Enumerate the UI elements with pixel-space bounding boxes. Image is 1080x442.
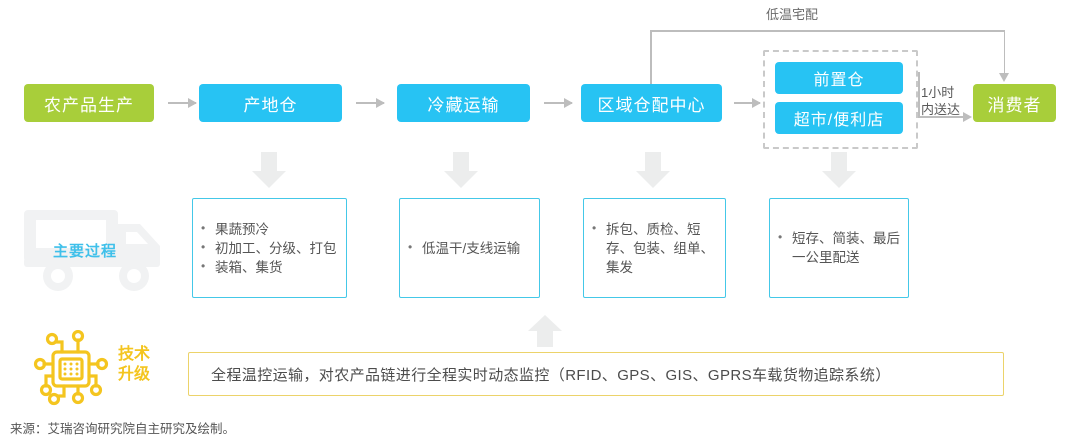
down-arrow-4-icon bbox=[822, 152, 856, 188]
process-item: 果蔬预冷 bbox=[201, 219, 340, 239]
tech-upgrade-description: 全程温控运输，对农产品链进行全程实时动态监控（RFID、GPS、GIS、GPRS… bbox=[188, 352, 1004, 396]
hour-delivery-label-line2: 内送达 bbox=[921, 102, 961, 117]
process-box-3: 拆包、质检、短存、包装、组单、集发 bbox=[583, 198, 726, 298]
flow-arrow-3-icon bbox=[544, 98, 573, 108]
truck-icon bbox=[22, 200, 172, 305]
flow-arrow-4-icon bbox=[734, 98, 761, 108]
flow-node-consumer[interactable]: 消费者 bbox=[973, 84, 1056, 122]
process-item: 低温干/支线运输 bbox=[408, 238, 533, 258]
flow-node-regional-dc[interactable]: 区域仓配中心 bbox=[581, 84, 722, 122]
tech-upgrade-label: 技术 升级 bbox=[118, 345, 150, 385]
front-warehouse-group bbox=[763, 50, 918, 149]
process-box-2: 低温干/支线运输 bbox=[399, 198, 540, 298]
process-item: 初加工、分级、打包 bbox=[201, 238, 340, 258]
hour-branch-vertical bbox=[918, 72, 920, 117]
process-box-1: 果蔬预冷 初加工、分级、打包 装箱、集货 bbox=[192, 198, 347, 298]
flow-node-supermarket[interactable]: 超市/便利店 bbox=[775, 102, 903, 134]
flow-node-origin-warehouse[interactable]: 产地仓 bbox=[199, 84, 342, 122]
flow-node-label: 农产品生产 bbox=[44, 95, 134, 115]
process-item: 拆包、质检、短存、包装、组单、集发 bbox=[592, 219, 719, 277]
flow-node-label: 消费者 bbox=[987, 95, 1042, 115]
hour-branch-arrowhead-icon bbox=[963, 112, 972, 122]
hour-delivery-label-line1: 1小时 bbox=[921, 85, 955, 100]
tech-upgrade-description-text: 全程温控运输，对农产品链进行全程实时动态监控（RFID、GPS、GIS、GPRS… bbox=[211, 366, 891, 384]
tech-upgrade-label-line1: 技术 bbox=[118, 346, 151, 363]
source-note: 来源：艾瑞咨询研究院自主研究及绘制。 bbox=[10, 422, 236, 436]
top-route-vertical-left bbox=[650, 30, 652, 85]
down-arrow-1-icon bbox=[252, 152, 286, 188]
flow-node-agri-production[interactable]: 农产品生产 bbox=[24, 84, 154, 122]
process-box-4: 短存、简装、最后一公里配送 bbox=[769, 198, 909, 298]
hour-branch-horizontal bbox=[918, 116, 970, 118]
tech-upgrade-label-line2: 升级 bbox=[118, 366, 151, 383]
top-route-vertical-right bbox=[1003, 30, 1005, 74]
chip-icon bbox=[28, 329, 114, 411]
flow-node-front-warehouse[interactable]: 前置仓 bbox=[775, 62, 903, 94]
up-arrow-icon bbox=[528, 315, 562, 347]
top-route-horizontal bbox=[650, 30, 1005, 32]
down-arrow-2-icon bbox=[444, 152, 478, 188]
flow-node-label: 超市/便利店 bbox=[793, 112, 885, 129]
flow-node-label: 产地仓 bbox=[243, 95, 298, 115]
process-item: 装箱、集货 bbox=[201, 257, 340, 277]
hour-delivery-label: 1小时 内送达 bbox=[921, 84, 960, 118]
flow-node-label: 前置仓 bbox=[813, 72, 865, 89]
flow-arrow-2-icon bbox=[356, 98, 385, 108]
flow-node-label: 区域仓配中心 bbox=[597, 95, 706, 115]
flow-arrow-1-icon bbox=[168, 98, 197, 108]
top-route-arrowhead-icon bbox=[999, 73, 1009, 82]
top-route-label: 低温宅配 bbox=[766, 7, 819, 22]
process-item: 短存、简装、最后一公里配送 bbox=[778, 228, 902, 267]
main-process-label: 主要过程 bbox=[53, 243, 118, 260]
down-arrow-3-icon bbox=[636, 152, 670, 188]
flow-node-label: 冷藏运输 bbox=[427, 95, 500, 115]
flow-node-cold-transport[interactable]: 冷藏运输 bbox=[397, 84, 530, 122]
